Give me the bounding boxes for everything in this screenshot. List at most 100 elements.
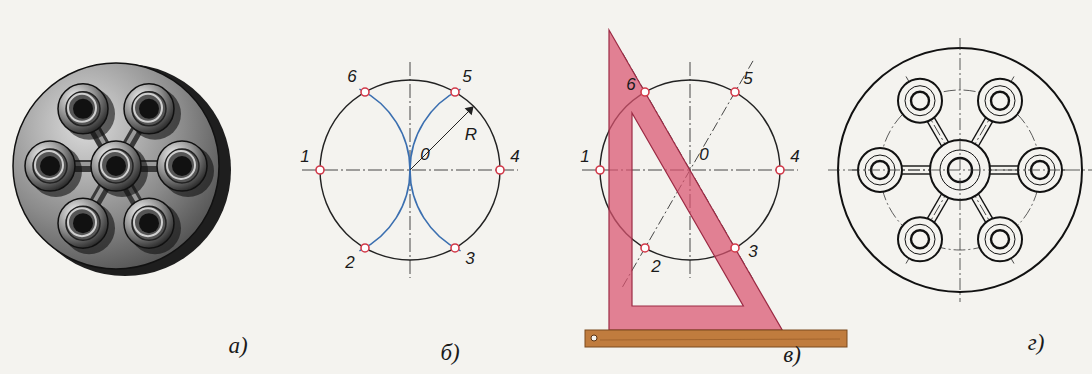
tube-hole [73, 213, 93, 233]
tube-ring-light [68, 94, 96, 122]
tube-outer [157, 141, 207, 191]
spoke-edge [933, 198, 948, 224]
tube-outer [25, 141, 75, 191]
center-line [960, 38, 961, 302]
tube-outer [58, 198, 108, 248]
tube-outer [58, 84, 108, 134]
spoke-edge [972, 198, 987, 224]
point-marker [451, 88, 459, 96]
figure-letter: в) [783, 343, 801, 366]
tube-hole [139, 99, 159, 119]
point-number: 5 [743, 70, 752, 87]
tube-hole [106, 156, 126, 176]
spoke-edge [972, 116, 987, 142]
part-figure [13, 63, 231, 276]
construction-figure [302, 62, 518, 278]
center-label: 0 [699, 146, 708, 163]
tube-ring-light [101, 151, 129, 179]
spoke-edge [978, 120, 993, 146]
set-square-figure [582, 30, 847, 347]
boss-hole [991, 230, 1009, 248]
tube-ring [66, 206, 100, 240]
tube-ring [66, 92, 100, 126]
point-marker [316, 166, 324, 174]
tube-ring [132, 206, 166, 240]
point-marker [361, 88, 369, 96]
boss-outer [978, 79, 1022, 123]
radius-line [410, 106, 474, 170]
point-marker [731, 88, 739, 96]
point-number: 4 [790, 148, 799, 165]
spoke-edge [933, 116, 948, 142]
part-face [13, 63, 219, 269]
tube-hole [139, 213, 159, 233]
boss-middle [985, 86, 1015, 116]
spoke-edge [990, 165, 1020, 166]
radius-label: R [465, 126, 477, 143]
boss-middle [985, 224, 1015, 254]
compass-arc [359, 89, 410, 251]
tube-ring-light [134, 94, 162, 122]
figure-letter: б) [440, 341, 459, 364]
spoke-edge [900, 173, 930, 174]
set-square [609, 30, 782, 330]
tube-hole [172, 156, 192, 176]
tube-outer [91, 141, 141, 191]
boss-middle [905, 86, 935, 116]
ruler-grain [600, 339, 840, 340]
spoke-edge [978, 194, 993, 220]
construction-circle [320, 80, 500, 260]
tube-outer [124, 198, 174, 248]
boss-outer [898, 217, 942, 261]
point-marker [361, 244, 369, 252]
boss-hole [911, 230, 929, 248]
boss-hole [991, 92, 1009, 110]
figure-letter: г) [1028, 331, 1045, 354]
point-number: 6 [347, 68, 356, 85]
tube-ring-light [134, 208, 162, 236]
ruler-hole [591, 335, 597, 341]
spoke-edge [900, 165, 930, 166]
point-marker [641, 244, 649, 252]
ruler [585, 330, 847, 347]
tube-hole [40, 156, 60, 176]
radius-arrowhead [465, 106, 474, 115]
compass-arc [410, 89, 461, 251]
tube-ring [165, 149, 199, 183]
tube-ring [33, 149, 67, 183]
tube-ring [99, 149, 133, 183]
point-marker [776, 166, 784, 174]
flange-drawing [828, 38, 1092, 302]
tube-ring-light [167, 151, 195, 179]
spoke-edge [990, 173, 1020, 174]
tube-ring [132, 92, 166, 126]
boss-middle [905, 224, 935, 254]
figure-letter: а) [228, 334, 247, 357]
point-number: 1 [300, 148, 309, 165]
point-marker [596, 166, 604, 174]
point-number: 5 [462, 68, 471, 85]
point-number: 2 [345, 254, 354, 271]
boss-outer [978, 217, 1022, 261]
tube-outer [124, 84, 174, 134]
tube-hole [73, 99, 93, 119]
point-number: 3 [748, 243, 757, 260]
spoke-edge [927, 120, 942, 146]
boss-outer [898, 79, 942, 123]
center-label: 0 [420, 146, 429, 163]
spoke-edge [927, 194, 942, 220]
tube-ring-light [68, 208, 96, 236]
point-number: 4 [510, 148, 519, 165]
boss-hole [911, 92, 929, 110]
point-number: 3 [465, 250, 474, 267]
point-marker [451, 244, 459, 252]
point-marker [731, 244, 739, 252]
tube-ring-light [35, 151, 63, 179]
point-number: 6 [626, 76, 635, 93]
point-number: 1 [580, 148, 589, 165]
point-number: 2 [651, 258, 660, 275]
point-marker [496, 166, 504, 174]
point-marker [641, 88, 649, 96]
